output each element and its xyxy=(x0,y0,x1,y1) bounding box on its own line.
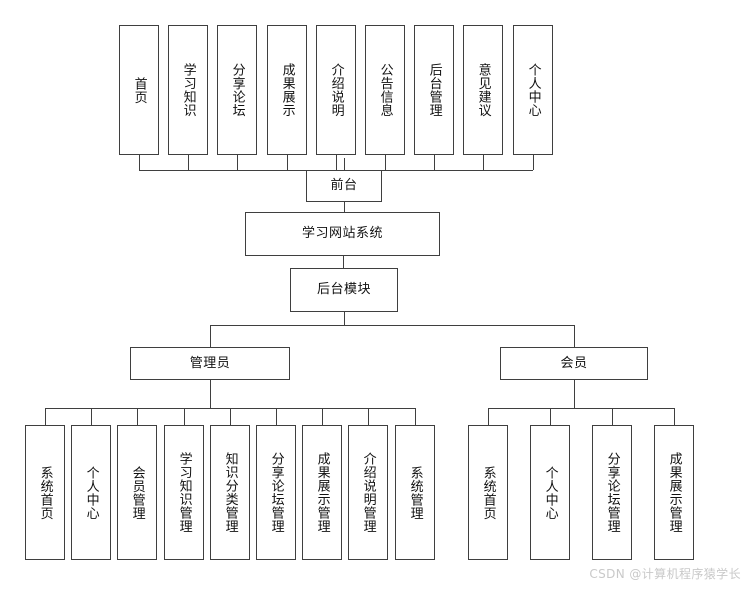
connector-line xyxy=(550,408,551,425)
watermark-label: CSDN @计算机程序猿学长 xyxy=(589,567,741,581)
connector-line xyxy=(287,155,288,170)
connector-line xyxy=(210,325,211,347)
connector-line xyxy=(210,380,211,408)
frontend-module-7: 意见建议 xyxy=(463,25,503,155)
connector-line xyxy=(188,155,189,170)
frontend-module-3: 成果展示 xyxy=(267,25,307,155)
frontend-module-5: 公告信息 xyxy=(365,25,405,155)
system-title-node: 学习网站系统 xyxy=(245,212,440,256)
connector-line xyxy=(385,155,386,170)
member-module-1: 个人中心 xyxy=(530,425,570,560)
connector-line xyxy=(45,408,46,425)
connector-line xyxy=(139,155,140,170)
role-admin-node: 管理员 xyxy=(130,347,290,380)
connector-line xyxy=(343,256,344,268)
frontend-module-0: 首页 xyxy=(119,25,159,155)
frontend-module-6: 后台管理 xyxy=(414,25,454,155)
connector-line xyxy=(674,408,675,425)
frontend-module-2: 分享论坛 xyxy=(217,25,257,155)
connector-line xyxy=(91,408,92,425)
connector-line xyxy=(184,408,185,425)
connector-line xyxy=(237,155,238,170)
admin-module-7: 介绍说明管理 xyxy=(348,425,388,560)
connector-line xyxy=(434,155,435,170)
connector-line xyxy=(230,408,231,425)
connector-line xyxy=(344,158,345,170)
frontend-module-1: 学习知识 xyxy=(168,25,208,155)
connector-line xyxy=(488,408,674,409)
role-member-node: 会员 xyxy=(500,347,648,380)
member-module-0: 系统首页 xyxy=(468,425,508,560)
admin-module-1: 个人中心 xyxy=(71,425,111,560)
frontend-module-8: 个人中心 xyxy=(513,25,553,155)
backend-node: 后台模块 xyxy=(290,268,398,312)
frontend-node: 前台 xyxy=(306,170,382,202)
connector-line xyxy=(488,408,489,425)
connector-line xyxy=(336,155,337,170)
frontend-module-4: 介绍说明 xyxy=(316,25,356,155)
admin-module-8: 系统管理 xyxy=(395,425,435,560)
connector-line xyxy=(483,155,484,170)
connector-line xyxy=(574,325,575,347)
connector-line xyxy=(533,155,534,170)
connector-line xyxy=(137,408,138,425)
connector-line xyxy=(210,325,574,326)
admin-module-4: 知识分类管理 xyxy=(210,425,250,560)
admin-module-5: 分享论坛管理 xyxy=(256,425,296,560)
admin-module-6: 成果展示管理 xyxy=(302,425,342,560)
connector-line xyxy=(574,380,575,408)
connector-line xyxy=(344,312,345,325)
connector-line xyxy=(368,408,369,425)
connector-line xyxy=(415,408,416,425)
admin-module-2: 会员管理 xyxy=(117,425,157,560)
connector-line xyxy=(322,408,323,425)
admin-module-0: 系统首页 xyxy=(25,425,65,560)
member-module-2: 分享论坛管理 xyxy=(592,425,632,560)
connector-line xyxy=(276,408,277,425)
member-module-3: 成果展示管理 xyxy=(654,425,694,560)
connector-line xyxy=(612,408,613,425)
admin-module-3: 学习知识管理 xyxy=(164,425,204,560)
connector-line xyxy=(344,202,345,212)
